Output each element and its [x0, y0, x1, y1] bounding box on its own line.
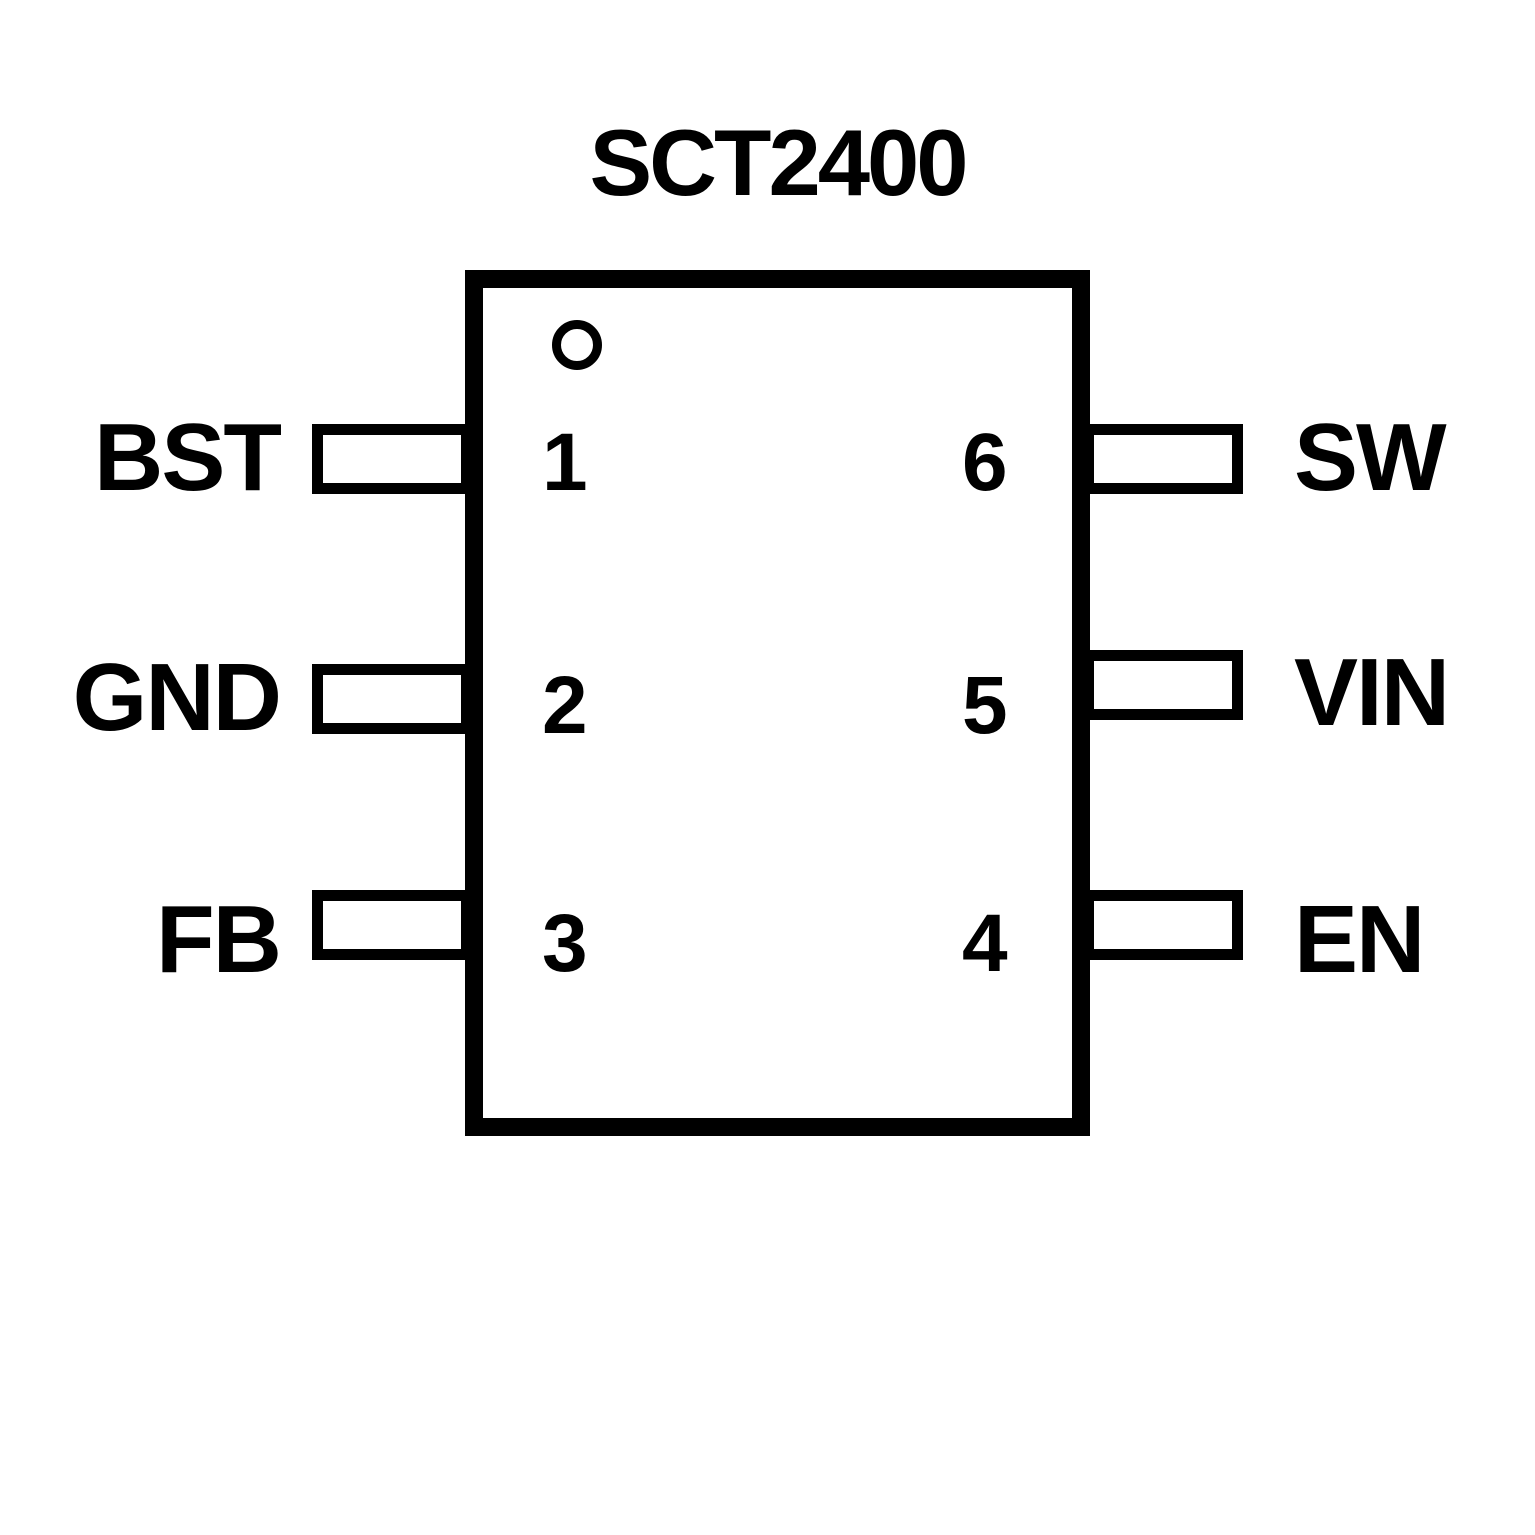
pin-number-1: 1 [542, 417, 588, 508]
chip-title: SCT2400 [589, 110, 968, 215]
pin-label-bst: BST [94, 404, 282, 511]
pin1-indicator-icon [552, 320, 602, 370]
pin-label-gnd: GND [72, 644, 282, 751]
pin-number-3: 3 [542, 898, 588, 989]
pin-lead-3 [312, 890, 472, 960]
pin-number-6: 6 [962, 417, 1008, 508]
chip-body [465, 270, 1090, 1136]
pin-lead-4 [1083, 890, 1243, 960]
pin-number-4: 4 [962, 898, 1008, 989]
pin-lead-5 [1083, 650, 1243, 720]
pin-label-sw: SW [1294, 404, 1447, 511]
pin-label-vin: VIN [1294, 639, 1450, 746]
pin-number-5: 5 [962, 660, 1008, 751]
pin-lead-2 [312, 664, 472, 734]
pin-lead-1 [312, 424, 472, 494]
pin-number-2: 2 [542, 660, 588, 751]
pin-label-fb: FB [156, 886, 282, 993]
pin-label-en: EN [1294, 886, 1425, 993]
pin-lead-6 [1083, 424, 1243, 494]
